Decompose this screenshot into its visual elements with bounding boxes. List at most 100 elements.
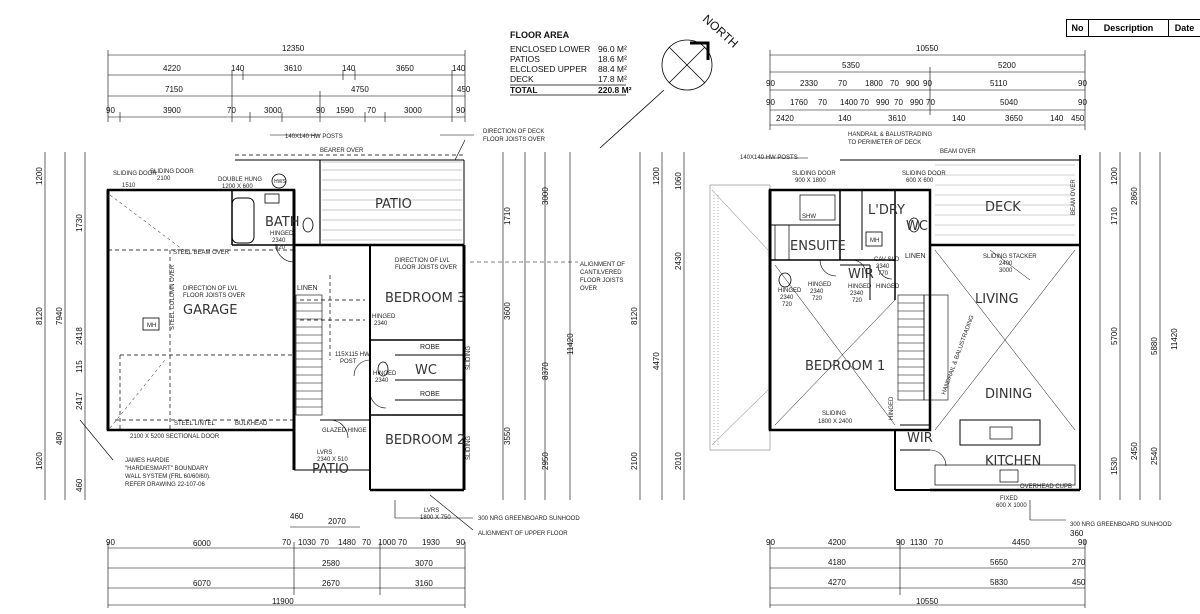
dim-label: 2330 <box>800 79 818 88</box>
note-beam: BEAM OVER <box>940 149 976 155</box>
dim-label: 90 <box>106 538 115 547</box>
manhole-icon <box>865 231 883 247</box>
floor-area-label-5: TOTAL <box>510 85 538 95</box>
note-sliding-stacker-c: 3000 <box>999 268 1013 274</box>
lower-floor-plan: 12350 4220 140 3610 140 3650 140 7150 47… <box>35 44 625 608</box>
dim-label: 3070 <box>415 559 433 568</box>
note-bulkhead: BULKHEAD <box>235 421 268 427</box>
note-sliding-door-1510b: 1510 <box>122 183 136 189</box>
room-patio-bottom: PATIO <box>312 462 349 477</box>
door-tag: HINGED <box>808 282 832 288</box>
dim-label: 70 <box>838 79 847 88</box>
dim-label: 2860 <box>1130 187 1139 205</box>
revision-date-header: Date <box>1168 20 1200 36</box>
note-sliding-door-2100b: 2100 <box>157 176 171 182</box>
note-manhole-upper: MH <box>870 238 879 244</box>
dim-label: 70 <box>227 106 236 115</box>
dim-label: 70 <box>894 98 903 107</box>
room-wir-top: WIR <box>848 267 874 282</box>
dim-label: 4270 <box>828 578 846 587</box>
floor-area-title: FLOOR AREA <box>510 30 570 40</box>
kitchen-bench-icon <box>934 464 1076 486</box>
dim-label: 2950 <box>541 452 550 470</box>
room-wc-lower: WC <box>415 363 437 378</box>
dim-label: 70 <box>818 98 827 107</box>
door-tag: 820 <box>275 245 286 251</box>
dim-label: 70 <box>320 538 329 547</box>
cooktop-icon <box>999 469 1019 483</box>
floor-area-label-2: PATIOS <box>510 54 540 64</box>
dim-label: 2010 <box>674 452 683 470</box>
dim-label: 90 <box>1078 79 1087 88</box>
dim-label: 480 <box>55 431 64 445</box>
dim-label: 4750 <box>351 85 369 94</box>
dim-label: 1200 <box>35 167 44 185</box>
dim-label: 3610 <box>284 64 302 73</box>
dim-label: 990 <box>910 98 924 107</box>
dim-label: 5700 <box>1110 327 1119 345</box>
dim-label: 140 <box>838 114 852 123</box>
door-tag: SLIDING <box>466 346 472 370</box>
dim-label: 70 <box>934 538 943 547</box>
lower-leaders <box>79 134 578 531</box>
note-james-hardie-2: "HARDIESMART" BOUNDARY <box>125 466 208 472</box>
upper-right-dimensions <box>1099 152 1161 500</box>
door-tag: 770 <box>878 271 889 277</box>
note-sliding-stacker: SLIDING STACKER <box>983 254 1037 260</box>
kitchen-island-icon <box>959 419 1041 446</box>
dim-label: 90 <box>766 98 775 107</box>
floor-area-value-1: 96.0 M² <box>598 44 627 54</box>
upper-bottom-dimensions <box>769 540 1086 608</box>
note-james-hardie-3: WALL SYSTEM (FRL 60/60/60). <box>125 474 211 480</box>
room-robe-2: ROBE <box>420 391 440 398</box>
north-leader-line <box>599 89 665 149</box>
dim-label: 7150 <box>165 85 183 94</box>
upper-left-dimension-labels: 1200 1060 2430 8120 4470 2010 2100 <box>630 167 683 470</box>
room-wir-bottom: WIR <box>907 431 933 446</box>
door-tag: 2340 <box>272 238 286 244</box>
note-double-hung-b: 1200 X 600 <box>222 184 253 190</box>
dim-label: 5200 <box>998 61 1016 70</box>
note-hw-post: 115X115 HW <box>335 352 370 358</box>
dim-label: 1730 <box>75 214 84 232</box>
note-glazed-hinge: GLAZED HINGE <box>322 428 367 434</box>
note-fixed-b: 600 X 1000 <box>996 503 1027 509</box>
dim-label: 6070 <box>193 579 211 588</box>
lower-dashed-lines <box>108 154 464 430</box>
door-tag: HINGED <box>876 284 900 290</box>
dim-label: 450 <box>1071 114 1085 123</box>
dim-label: 5880 <box>1150 337 1159 355</box>
note-steel-lintel: STEEL LINTEL <box>174 421 215 427</box>
dim-label: 2418 <box>75 327 84 345</box>
dim-label: 3900 <box>163 106 181 115</box>
note-sunhood-lower: 300 NRG GREENBOARD SUNHOOD <box>478 516 580 522</box>
dim-label: 270 <box>1072 558 1086 567</box>
door-tag: HINGED <box>372 314 396 320</box>
upper-top-dimensions <box>769 50 1086 130</box>
vanity-icon <box>774 224 790 261</box>
dim-label: 1760 <box>790 98 808 107</box>
note-overhead-cupboard: OVERHEAD CUPB <box>1020 484 1072 490</box>
dim-label: 1800 <box>865 79 883 88</box>
note-deck-direction: DIRECTION OF DECK <box>483 129 544 135</box>
dim-label: 8370 <box>541 362 550 380</box>
room-bedroom-3: BEDROOM 3 <box>385 291 465 306</box>
upper-floor-plan: 10550 5350 5200 90 2330 70 1800 70 900 9… <box>630 44 1179 608</box>
roof-outline <box>709 184 771 451</box>
note-shower: SHW <box>802 214 816 220</box>
dim-label: 8120 <box>35 307 44 325</box>
note-sunhood-upper: 300 NRG GREENBOARD SUNHOOD <box>1070 522 1172 528</box>
lower-left-dimension-labels: 1200 1730 7940 8120 2418 2417 1620 115 4… <box>35 167 84 492</box>
dim-label: 3000 <box>404 106 422 115</box>
dim-label: 460 <box>75 478 84 492</box>
dim-label: 1200 <box>1110 167 1119 185</box>
lower-door-swings <box>275 243 387 439</box>
dim-label: 8120 <box>630 307 639 325</box>
dim-label: 2540 <box>1150 447 1159 465</box>
upper-bottom-dimension-labels: 360 90 4200 90 1130 70 4450 90 4180 5650… <box>766 529 1087 606</box>
note-cantilever-4: OVER <box>580 286 598 292</box>
lower-right-dimensions <box>502 152 571 500</box>
north-label: NORTH <box>700 12 741 51</box>
dim-label: 2420 <box>776 114 794 123</box>
